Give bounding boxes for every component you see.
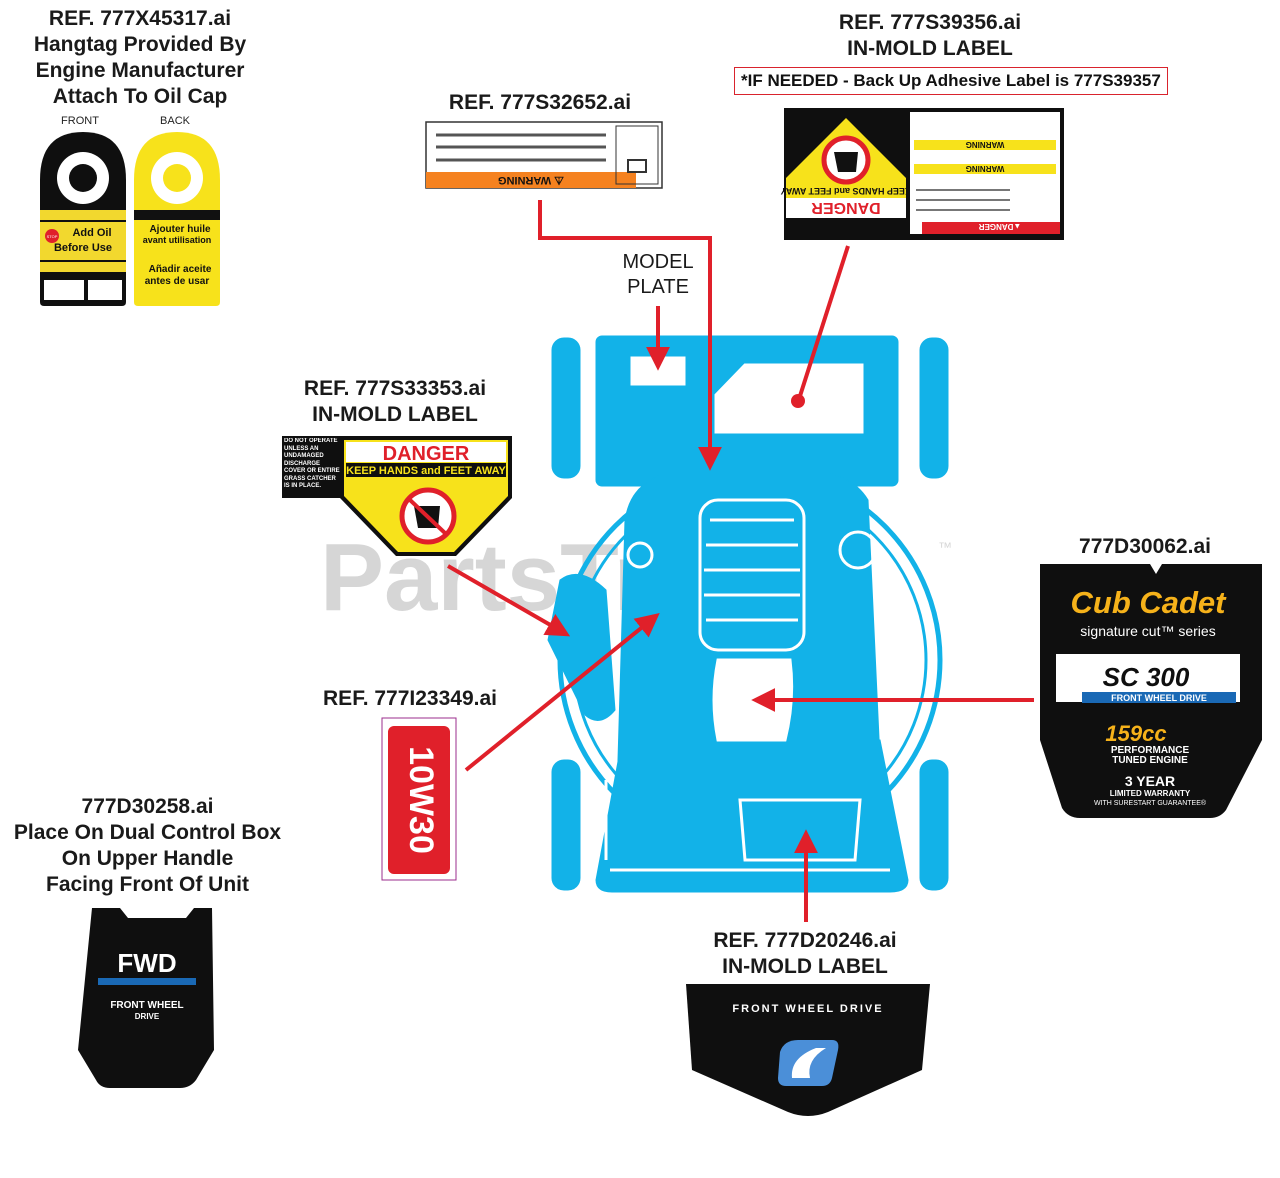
fwd-big: FWD xyxy=(117,948,176,978)
fwd-line2: DRIVE xyxy=(135,1012,160,1021)
cubcadet-engine: 159cc xyxy=(1105,721,1166,746)
hangtag-back-label: BACK xyxy=(160,115,191,127)
oil-sticker: 10W30 xyxy=(381,717,457,881)
cubcadet-label-caption: 777D30062.ai xyxy=(1079,535,1211,558)
cubcadet-brand: Cub Cadet xyxy=(1071,585,1228,620)
cubcadet-model: SC 300 xyxy=(1103,662,1190,692)
warning-sticker: ⚠ WARNING xyxy=(425,121,663,189)
rear-left-wheel xyxy=(551,337,581,479)
arrow-inmold-top xyxy=(798,245,850,397)
hangtag-front-label: FRONT xyxy=(61,115,99,127)
hangtag-graphic: FRONT BACK STOP Add Oil Before Use Ajout… xyxy=(40,115,220,306)
cubcadet-perf2: TUNED ENGINE xyxy=(1112,755,1188,766)
discharge-chute xyxy=(547,573,616,721)
fwd-line1: FRONT WHEEL xyxy=(110,1000,183,1011)
inmold-danger-small: ▲DANGER xyxy=(978,222,1021,231)
hangtag-es-line1: Añadir aceite xyxy=(149,264,212,275)
fwd-label-caption: 777D30258.ai Place On Dual Control Box O… xyxy=(13,795,282,896)
model-plate-caption: MODEL PLATE xyxy=(622,251,694,298)
arrow-danger-label xyxy=(447,564,571,637)
front-right-wheel xyxy=(919,759,949,891)
front-left-wheel xyxy=(551,759,581,891)
hangtag-fr-line1: Ajouter huile xyxy=(149,224,211,235)
cubcadet-warranty3: WITH SURESTART GUARANTEE® xyxy=(1094,799,1207,807)
inmold-top-caption: REF. 777S39356.ai IN-MOLD LABEL xyxy=(838,11,1022,60)
rear-right-wheel xyxy=(919,337,949,479)
mower-details xyxy=(604,356,890,872)
hangtag-front-line1: Add Oil xyxy=(72,227,111,239)
danger-label-caption: REF. 777S33353.ai IN-MOLD LABEL xyxy=(303,377,487,426)
cubcadet-series: signature cut™ series xyxy=(1080,623,1215,639)
cubcadet-warranty2: LIMITED WARRANTY xyxy=(1110,789,1191,798)
fwd-inmold-sticker: FRONT WHEEL DRIVE xyxy=(686,984,930,1116)
callout-arrows xyxy=(447,200,1034,922)
inmold-warning2: WARNING xyxy=(966,164,1005,173)
inmold-sticker: KEEP HANDS and FEET AWAY DANGER WARNING … xyxy=(781,108,1064,240)
inmold-danger: DANGER xyxy=(811,199,881,216)
inmold-warning1: WARNING xyxy=(966,140,1005,149)
inmold-keep: KEEP HANDS and FEET AWAY xyxy=(781,186,912,196)
fwd-inmold-caption: REF. 777D20246.ai IN-MOLD LABEL xyxy=(713,929,897,978)
hangtag-stop: STOP xyxy=(47,234,58,239)
cubcadet-sticker: Cub Cadet signature cut™ series SC 300 F… xyxy=(1040,564,1262,818)
hangtag-fr-line2: avant utilisation xyxy=(143,235,212,245)
danger-side-text: DO NOT OPERATE UNLESS AN UNDAMAGED DISCH… xyxy=(284,438,340,489)
hangtag-caption: REF. 777X45317.ai Hangtag Provided By En… xyxy=(33,7,247,108)
hangtag-es-line2: antes de usar xyxy=(145,276,210,287)
fwd-sticker: FWD FRONT WHEEL DRIVE xyxy=(78,908,214,1088)
front-deck xyxy=(595,739,909,893)
fwd-inmold-text: FRONT WHEEL DRIVE xyxy=(732,1003,883,1015)
hangtag-front-line2: Before Use xyxy=(54,242,112,254)
danger-title: DANGER xyxy=(383,443,470,465)
danger-sticker: DO NOT OPERATE UNLESS AN UNDAMAGED DISCH… xyxy=(282,436,512,556)
warning-sticker-title: ⚠ WARNING xyxy=(498,174,564,186)
cubcadet-warranty1: 3 YEAR xyxy=(1125,773,1175,789)
cubcadet-perf1: PERFORMANCE xyxy=(1111,745,1190,756)
watermark-tm: ™ xyxy=(938,539,952,555)
warning-label-caption: REF. 777S32652.ai xyxy=(448,91,632,114)
arrow-warning-label xyxy=(538,200,722,471)
oil-label-caption: REF. 777I23349.ai xyxy=(323,687,497,710)
cubcadet-drive: FRONT WHEEL DRIVE xyxy=(1111,693,1207,703)
inmold-target-dot xyxy=(791,394,805,408)
oil-text: 10W30 xyxy=(402,746,440,854)
arrow-oil-label xyxy=(464,612,660,772)
danger-subtitle: KEEP HANDS and FEET AWAY xyxy=(346,465,506,477)
backup-note: *IF NEEDED - Back Up Adhesive Label is 7… xyxy=(734,67,1168,95)
inmold-spot xyxy=(714,363,864,434)
